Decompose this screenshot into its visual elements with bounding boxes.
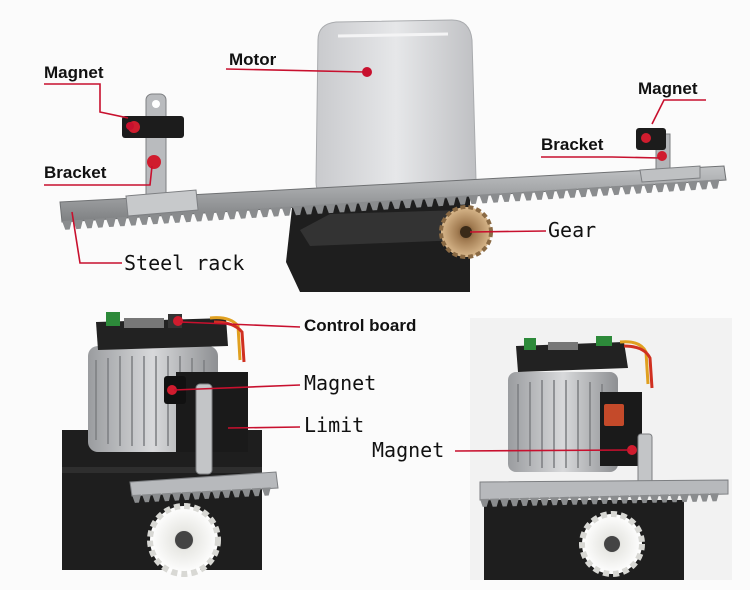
- label-limit: Limit: [304, 413, 365, 437]
- gear-detail-right: [579, 511, 645, 577]
- leader-motor: [225, 68, 366, 73]
- label-magnet-mid: Magnet: [304, 371, 377, 395]
- leader-control-board: [179, 321, 301, 328]
- right-bracket: [639, 133, 701, 183]
- label-magnet-bottom-right: Magnet: [372, 438, 445, 462]
- leader-gear: [469, 230, 547, 233]
- leader-magnet-bottom-right: [454, 449, 631, 452]
- right-magnet: [636, 128, 666, 150]
- leader-bracket-right: [541, 156, 661, 159]
- motor-cover: [315, 19, 477, 199]
- label-magnet-left: Magnet: [44, 63, 104, 82]
- left-magnet: [122, 116, 184, 138]
- leader-magnet-mid: [173, 384, 301, 391]
- left-bracket: [125, 93, 199, 217]
- control-board: [96, 312, 246, 363]
- leader-limit: [227, 426, 301, 429]
- label-control-board: Control board: [304, 316, 417, 335]
- leader-bracket-left: [44, 165, 153, 186]
- rack-teeth-detail-right: [480, 493, 719, 507]
- label-bracket-left: Bracket: [44, 163, 107, 182]
- label-gear: Gear: [548, 218, 597, 242]
- label-motor: Motor: [229, 50, 277, 69]
- leader-lines: [44, 67, 706, 452]
- bottom-right-detail: [470, 318, 732, 580]
- leader-magnet-right: [651, 99, 706, 125]
- steel-rack: [59, 165, 727, 230]
- label-magnet-right: Magnet: [638, 79, 698, 98]
- leader-steel-rack: [71, 211, 122, 264]
- label-bracket-right: Bracket: [541, 135, 604, 154]
- control-board-right: [516, 336, 654, 389]
- rack-teeth-detail-left: [132, 487, 271, 503]
- label-steel-rack: Steel rack: [124, 251, 245, 275]
- bottom-left-detail: [62, 312, 279, 577]
- gear-detail-left: [147, 503, 221, 577]
- leader-magnet-left: [44, 83, 129, 119]
